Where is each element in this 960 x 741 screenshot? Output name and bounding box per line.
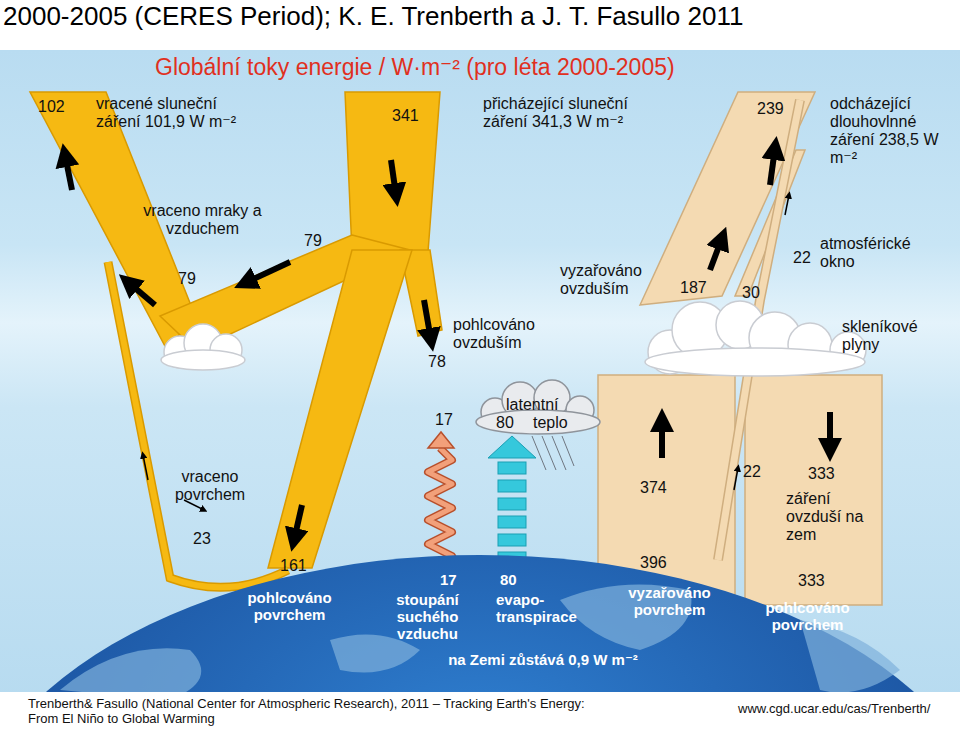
- flow-value: 396: [640, 554, 667, 572]
- flow-label: záření ovzduší na zem: [786, 490, 876, 544]
- flow-value: 341: [392, 107, 419, 125]
- surface-label: pohlcováno povrchem: [232, 590, 347, 624]
- flow-label: vyzařováno ovzduším: [560, 262, 680, 298]
- surface-label: pohlcováno povrchem: [750, 600, 865, 634]
- flow-label: odcházející dlouhovlnné záření 238,5 W m…: [830, 95, 955, 167]
- flow-label: teplo: [533, 414, 568, 432]
- flow-value: 30: [742, 284, 760, 302]
- flow-label: latentní: [506, 396, 558, 414]
- flow-label: přicházející sluneční záření 341,3 W m⁻²: [483, 95, 633, 131]
- flow-value: 80: [496, 414, 514, 432]
- surface-label: vyzařováno povrchem: [602, 585, 737, 619]
- flow-value: 17: [435, 411, 453, 429]
- flow-label: vracené sluneční záření 101,9 W m⁻²: [96, 95, 246, 131]
- flow-label: skleníkové plyny: [842, 318, 947, 354]
- source-url: www.cgd.ucar.edu/cas/Trenberth/: [738, 702, 930, 717]
- surface-label: evapo- transpirace: [496, 592, 596, 626]
- flow-value: 187: [680, 279, 707, 297]
- flow-value: 239: [757, 100, 784, 118]
- flow-value: 333: [798, 572, 825, 590]
- caption: Trenberth& Fasullo (National Center for …: [28, 697, 588, 726]
- surface-value: 80: [500, 572, 517, 589]
- diagram-heading: Globální toky energie / W·m⁻² (pro léta …: [155, 55, 895, 81]
- flow-value: 374: [640, 479, 667, 497]
- flow-label: atmosférické okno: [820, 235, 945, 271]
- flow-label: pohlcováno ovzduším: [453, 316, 578, 352]
- flow-value: 79: [178, 270, 196, 288]
- surface-label: na Zemi zůstává 0,9 W m⁻²: [448, 652, 638, 669]
- surface-value: 17: [440, 572, 457, 589]
- surface-label: stoupání suchého vzduchu: [385, 592, 470, 642]
- flow-value: 161: [280, 557, 307, 575]
- flow-value: 79: [304, 232, 322, 250]
- flow-label: vraceno mraky a vzduchem: [140, 202, 265, 238]
- flow-label: vraceno povrchem: [160, 468, 260, 504]
- flow-value: 23: [193, 530, 211, 548]
- page-title: 2000-2005 (CERES Period); K. E. Trenbert…: [3, 2, 743, 31]
- flow-value: 102: [38, 98, 65, 116]
- flow-value: 22: [793, 249, 811, 267]
- flow-value: 333: [808, 465, 835, 483]
- flow-value: 22: [743, 463, 761, 481]
- flow-value: 78: [428, 353, 446, 371]
